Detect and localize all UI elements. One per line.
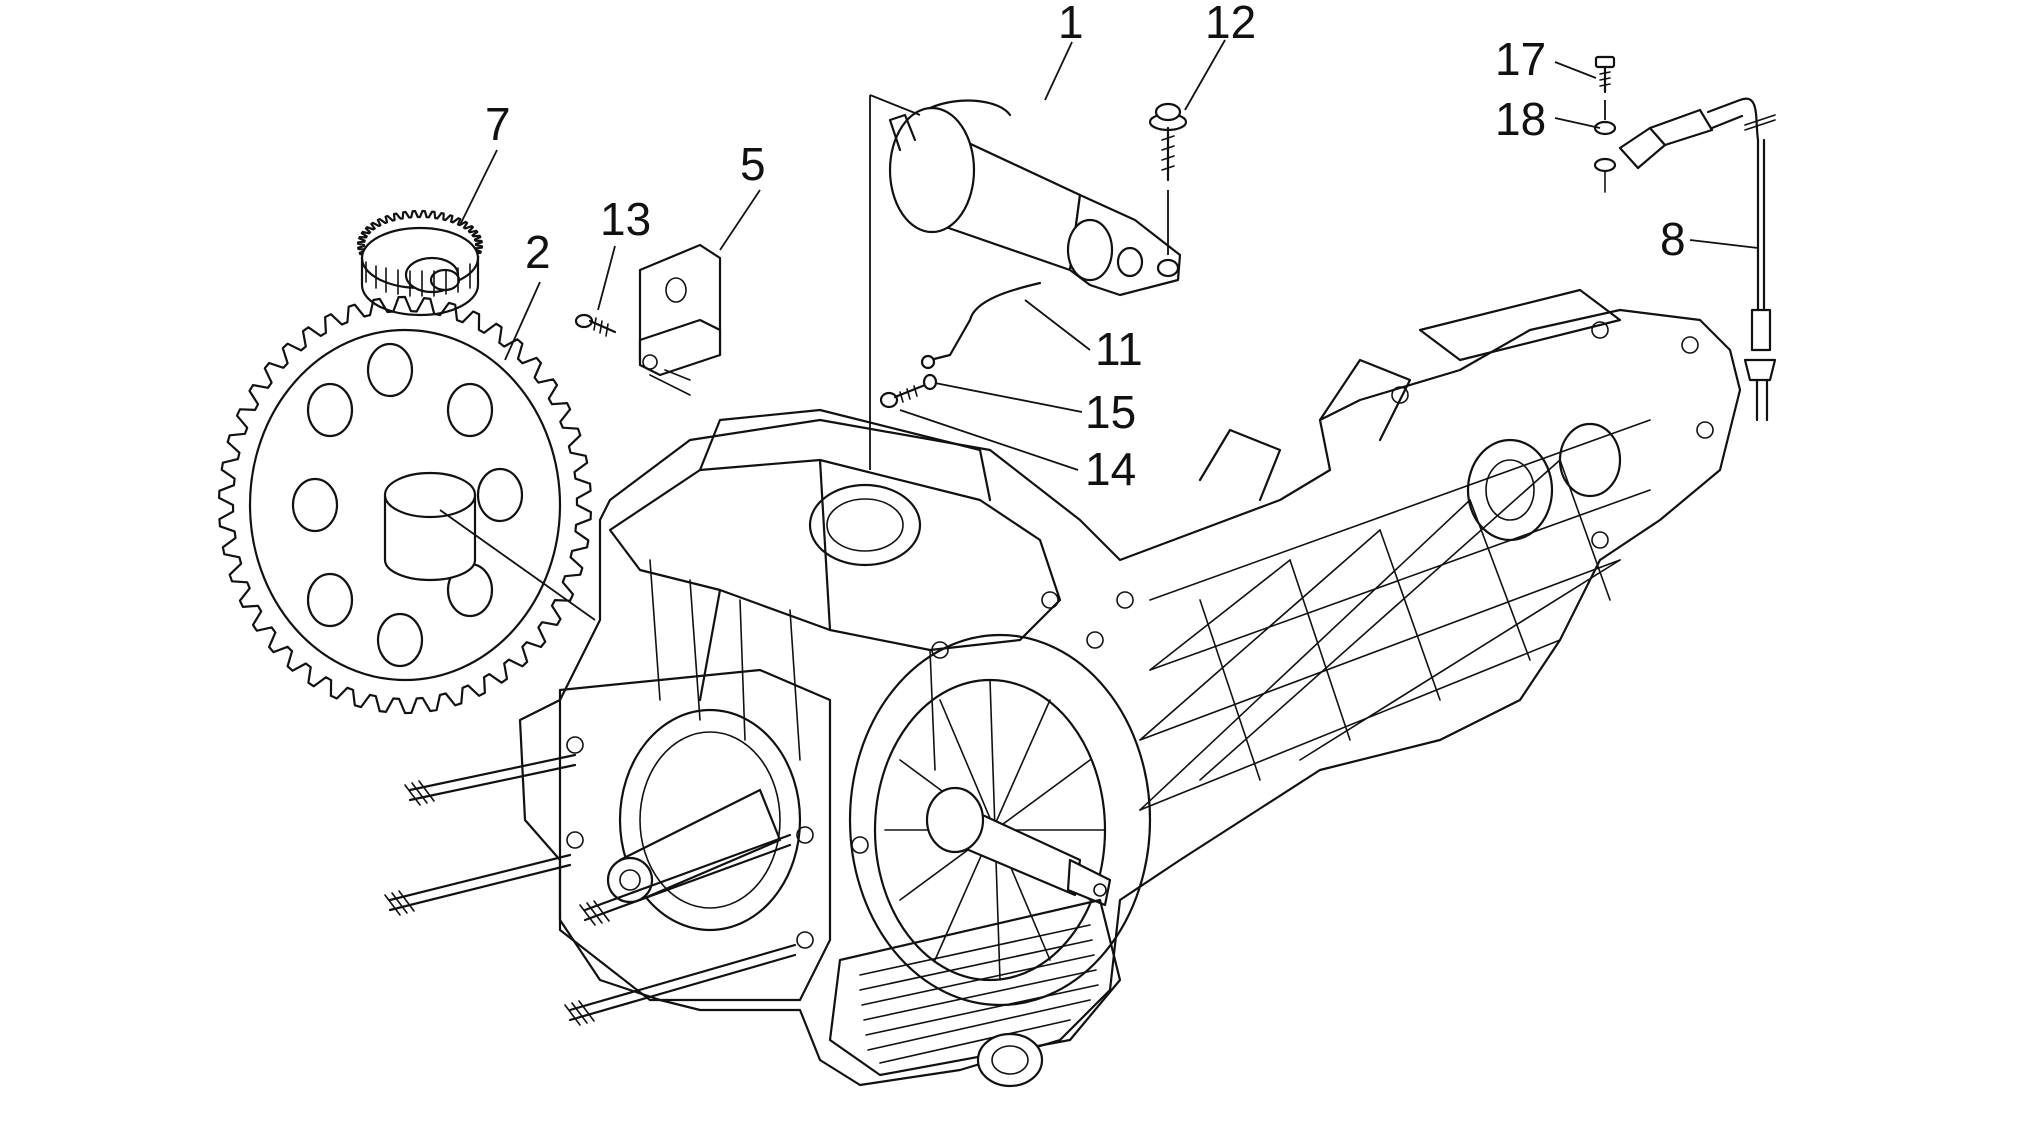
callout-2: 2 xyxy=(525,226,551,278)
callout-18: 18 xyxy=(1495,93,1546,145)
part-1-starter-motor xyxy=(869,94,1182,470)
part-12-screw xyxy=(1148,102,1188,255)
callout-8: 8 xyxy=(1660,213,1686,265)
callout-5: 5 xyxy=(740,138,766,190)
callout-labels: 1 2 5 7 8 11 12 13 14 15 17 18 xyxy=(485,0,1686,495)
part-8-sensor-cable xyxy=(1618,97,1777,422)
part-2-driven-gear xyxy=(218,295,592,715)
leader-lines xyxy=(439,39,1759,621)
callout-14: 14 xyxy=(1085,443,1136,495)
callout-15: 15 xyxy=(1085,386,1136,438)
part-18-washer xyxy=(1593,100,1617,193)
part-7-idler-gear xyxy=(356,209,484,317)
part-13-screw xyxy=(574,313,617,337)
callout-7: 7 xyxy=(485,98,511,150)
callout-13: 13 xyxy=(600,193,651,245)
callout-12: 12 xyxy=(1205,0,1256,48)
crankcase xyxy=(384,288,1742,1088)
callout-17: 17 xyxy=(1495,33,1546,85)
part-14-15-screw-washer xyxy=(879,373,938,409)
callout-1: 1 xyxy=(1058,0,1084,48)
part-17-screw xyxy=(1594,55,1616,94)
callout-11: 11 xyxy=(1095,323,1143,375)
part-5-bracket xyxy=(638,243,722,396)
